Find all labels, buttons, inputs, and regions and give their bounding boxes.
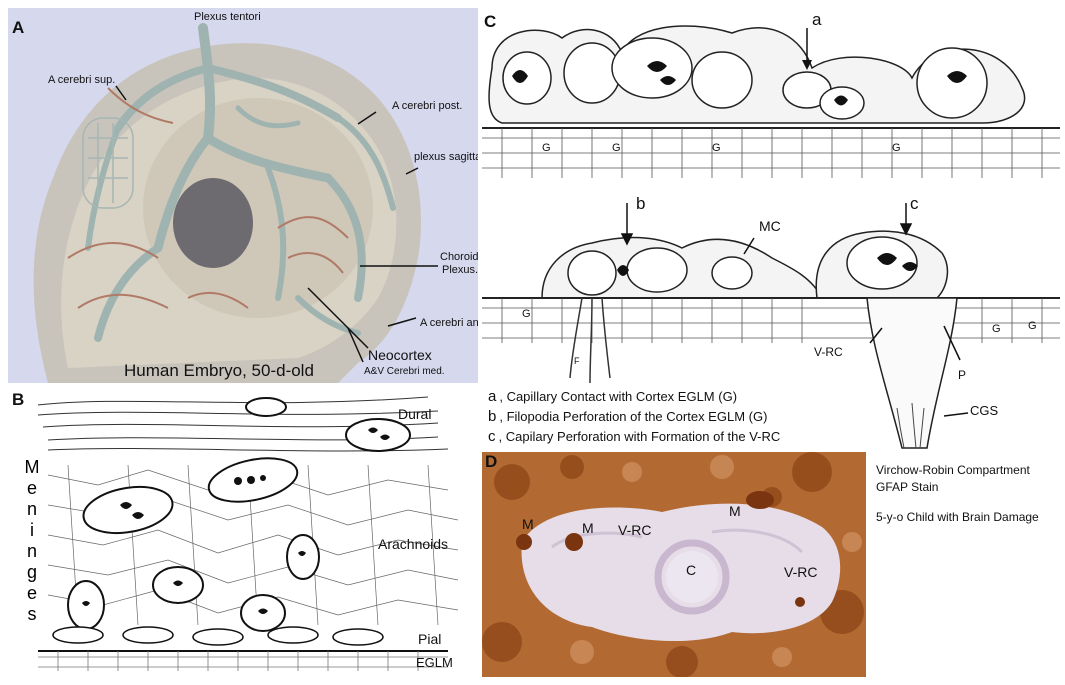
embryo-vasculature-illustration [8, 8, 478, 383]
label-g: G [612, 142, 621, 154]
legend-key: c [488, 428, 496, 445]
meninges-letter: n [22, 541, 42, 562]
label-m: M [729, 503, 741, 519]
panel-a: A Plexus tentori A cerebri sup. A cerebr… [8, 8, 478, 383]
meninges-letter: s [22, 604, 42, 625]
label-g: G [892, 142, 901, 154]
note-stain: GFAP Stain [876, 479, 1039, 496]
legend-text: , Capilary Perforation with Formation of… [499, 429, 781, 444]
label-dural: Dural [398, 406, 431, 422]
label-plexus-sagitta: plexus sagitta [414, 151, 478, 163]
meninges-letter: i [22, 520, 42, 541]
label-c: C [686, 562, 696, 578]
legend-text: , Filopodia Perforation of the Cortex EG… [499, 409, 767, 424]
label-arachnoids: Arachnoids [378, 536, 448, 552]
legend-text: , Capillary Contact with Cortex EGLM (G) [499, 389, 737, 404]
panel-b-letter: B [12, 390, 24, 410]
meninges-letter: e [22, 478, 42, 499]
meninges-letter: n [22, 499, 42, 520]
label-a-cerebri-sup: A cerebri sup. [48, 74, 115, 86]
meninges-vertical-label: M e n i n g e s [22, 457, 42, 625]
panel-d-notes: Virchow-Robin Compartment GFAP Stain 5-y… [876, 462, 1039, 526]
panel-c: C a b c MC V-RC P CGS F G G G G G G G a,… [482, 8, 1060, 450]
panel-b: B M e n i n g e s Dural Arachnoids Pial … [8, 385, 478, 677]
label-a: a [812, 10, 821, 30]
note-compartment: Virchow-Robin Compartment [876, 462, 1039, 479]
label-mc: MC [759, 218, 781, 234]
meninges-letter: g [22, 562, 42, 583]
label-g: G [992, 323, 1001, 335]
panel-d: D M M M V-RC V-RC C [482, 452, 866, 677]
label-v-rc: V-RC [784, 564, 817, 580]
label-m: M [522, 516, 534, 532]
label-a-cerebri-post: A cerebri post. [392, 100, 462, 112]
label-g: G [522, 308, 531, 320]
note-child: 5-y-o Child with Brain Damage [876, 509, 1039, 526]
label-eglm: EGLM [416, 655, 453, 670]
label-plexus-tentori: Plexus tentori [194, 11, 261, 23]
label-c: c [910, 194, 919, 214]
legend-item-c: c, Capilary Perforation with Formation o… [488, 428, 780, 445]
label-p: P [958, 368, 966, 382]
meninges-illustration [8, 385, 478, 677]
legend-key: b [488, 408, 496, 425]
label-plexus: Plexus. [442, 264, 478, 276]
legend-item-b: b, Filopodia Perforation of the Cortex E… [488, 408, 767, 425]
label-a-cerebri-ant: A cerebri ant [420, 317, 478, 329]
label-g: G [1028, 320, 1037, 332]
label-neocortex: Neocortex [368, 347, 432, 363]
legend-key: a [488, 388, 496, 405]
label-av-cerebri-med: A&V Cerebri med. [364, 366, 445, 377]
label-m: M [582, 520, 594, 536]
label-b: b [636, 194, 645, 214]
label-choroid: Choroid [440, 251, 478, 263]
panel-a-caption-text: Human Embryo, 50-d-old [124, 361, 314, 381]
label-v-rc: V-RC [618, 522, 651, 538]
label-cgs: CGS [970, 403, 998, 418]
label-vrc: V-RC [814, 345, 843, 359]
meninges-letter: e [22, 583, 42, 604]
label-g: G [712, 142, 721, 154]
label-pial: Pial [418, 631, 441, 647]
panel-c-letter: C [484, 12, 496, 32]
panel-d-letter: D [485, 452, 497, 472]
label-g: G [542, 142, 551, 154]
meninges-letter: M [22, 457, 42, 478]
label-f: F [574, 356, 580, 366]
legend-item-a: a, Capillary Contact with Cortex EGLM (G… [488, 388, 737, 405]
panel-a-letter: A [12, 18, 24, 38]
